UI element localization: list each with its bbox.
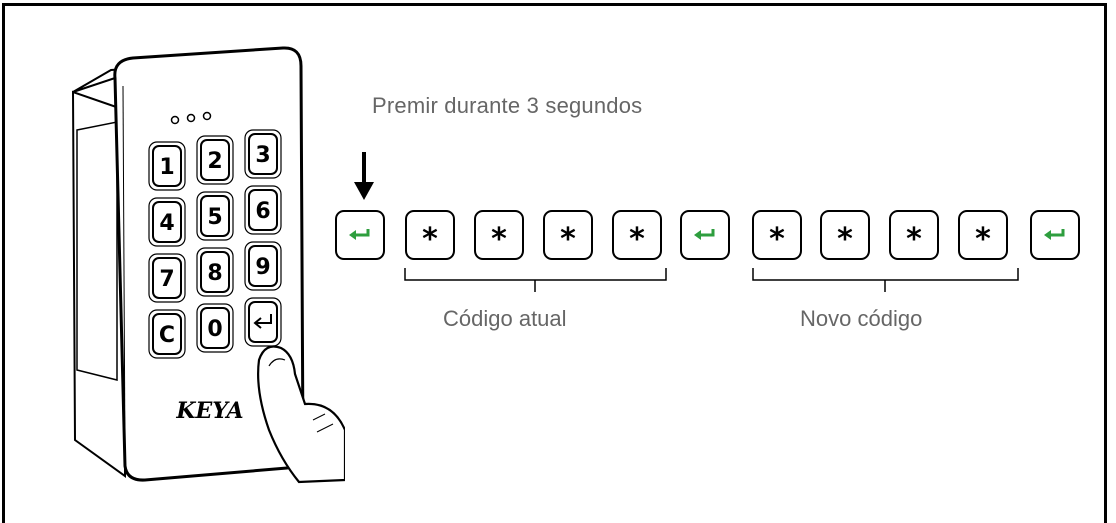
keypad-key-4: 4: [159, 211, 174, 236]
star-symbol: *: [629, 221, 645, 257]
down-arrow-icon: [354, 152, 374, 200]
instruction-text: Premir durante 3 segundos: [372, 93, 643, 118]
sequence-star-key-2: *: [474, 210, 524, 260]
star-symbol: *: [560, 221, 576, 257]
keypad-keys: [152, 133, 278, 355]
sequence-star-key-6: *: [820, 210, 870, 260]
new-code-label: Novo código: [800, 306, 923, 331]
star-symbol: *: [975, 221, 991, 257]
keypad-key-0: 0: [207, 317, 222, 342]
enter-return-icon: [1044, 229, 1065, 240]
diagram-frame: [2, 3, 1107, 523]
keypad-enter-icon: [253, 314, 272, 329]
sequence-star-key-7: *: [889, 210, 939, 260]
keypad-key-2: 2: [207, 149, 222, 174]
star-symbol: *: [491, 221, 507, 257]
keypad-brand-logo: KEYA: [175, 398, 243, 424]
enter-return-icon: [349, 229, 370, 240]
star-symbol: *: [422, 221, 438, 257]
sequence-star-key-8: *: [958, 210, 1008, 260]
keypad-key-c: C: [159, 323, 175, 348]
sequence-star-key-5: *: [752, 210, 802, 260]
sequence-enter-key-2: [680, 210, 730, 260]
keypad-key-5: 5: [207, 205, 222, 230]
sequence-star-key-3: *: [543, 210, 593, 260]
sequence-star-key-1: *: [405, 210, 455, 260]
sequence-enter-key-3: [1030, 210, 1080, 260]
keypad-key-9: 9: [255, 255, 270, 280]
keypad-key-8: 8: [207, 261, 222, 286]
keypad-key-1: 1: [159, 155, 174, 180]
keypad-key-6: 6: [255, 199, 270, 224]
keypad-device-illustration: 1 2 3 4 5 6 7 8 9 C 0 KEYA: [71, 46, 345, 484]
star-symbol: *: [906, 221, 922, 257]
star-symbol: *: [769, 221, 785, 257]
star-symbol: *: [837, 221, 853, 257]
keypad-key-3: 3: [255, 143, 270, 168]
current-code-label: Código atual: [443, 306, 567, 331]
finger-illustration: [257, 345, 345, 484]
enter-return-icon: [694, 229, 715, 240]
keypad-key-7: 7: [159, 267, 174, 292]
current-code-brace: [404, 268, 667, 292]
sequence-enter-key-1: [335, 210, 385, 260]
sequence-star-key-4: *: [612, 210, 662, 260]
new-code-brace: [752, 268, 1019, 292]
